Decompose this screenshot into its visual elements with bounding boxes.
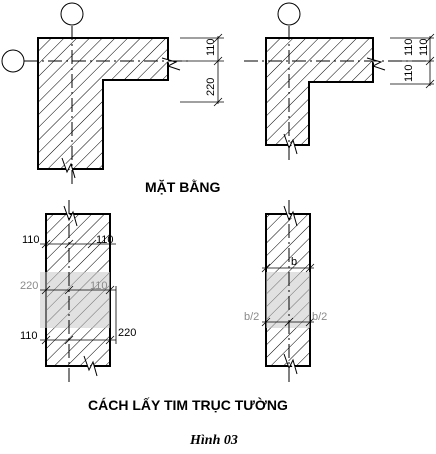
grid-bubble-side-left [1, 49, 25, 73]
section-right-group: b b/2 b/2 [244, 200, 327, 386]
dim-plan-left-110: 110 [205, 38, 217, 56]
dim-slash [41, 335, 51, 345]
figure-caption: Hình 03 [189, 433, 238, 448]
grid-bubble-top-right [277, 2, 301, 26]
dim-slash [261, 317, 271, 327]
dim-slash [41, 285, 51, 295]
dim-slash [425, 33, 435, 43]
dim-plan-right-110-a: 110 [403, 38, 415, 56]
plan-view-title: MẶT BẰNG [145, 178, 221, 195]
dim-section-left-top-right: 110 [96, 234, 114, 246]
break-mark-section-right-top [283, 205, 298, 227]
dim-section-left-bottom-right: 220 [118, 327, 136, 339]
dim-plan-left-220: 220 [205, 78, 217, 96]
section-left-group: 110 110 220 110 110 220 [20, 200, 136, 386]
dim-slash [105, 285, 115, 295]
section-view-title: CÁCH LẤY TIM TRỤC TƯỜNG [88, 396, 288, 413]
break-mark-plan-right-bottom [283, 133, 298, 155]
wall-corner-plan-left [37, 37, 169, 170]
dim-section-left-mid-left: 220 [20, 280, 38, 292]
dim-slash [87, 239, 97, 249]
plan-left-group: 110 220 [1, 2, 224, 185]
dim-section-right-b-half-right: b/2 [312, 311, 327, 323]
dim-plan-right-110-b: 110 [418, 38, 430, 56]
plan-right-group: 110 110 110 [244, 2, 435, 162]
dim-section-left-top-left: 110 [22, 234, 40, 246]
ghost-block-left [40, 272, 110, 328]
dim-slash [41, 239, 51, 249]
dim-slash [305, 263, 315, 273]
dim-slash [284, 317, 294, 327]
dim-slash [261, 263, 271, 273]
wall-corner-plan-right [265, 37, 374, 146]
break-mark-section-right-bottom [283, 353, 298, 375]
dim-slash [305, 317, 315, 327]
dim-slash [105, 335, 115, 345]
dim-section-left-bottom-left: 110 [20, 330, 38, 342]
break-mark-section-left-bottom [83, 355, 98, 377]
dim-slash [425, 79, 435, 89]
dim-slash [64, 285, 74, 295]
break-mark-plan-left-right [161, 57, 181, 71]
dim-slash [64, 335, 74, 345]
dim-plan-right-110-c: 110 [403, 64, 415, 82]
dim-slash [64, 239, 74, 249]
break-mark-section-left-top [63, 205, 78, 227]
dim-section-right-b-half-left: b/2 [244, 311, 259, 323]
dim-section-right-b: b [291, 256, 297, 268]
dim-slash [213, 56, 223, 66]
ghost-block-right [266, 272, 310, 328]
grid-bubble-top-left [60, 2, 84, 26]
dim-slash [213, 33, 223, 43]
dim-section-left-mid-right: 110 [90, 280, 108, 292]
dim-slash [425, 56, 435, 66]
dim-slash [213, 97, 223, 107]
